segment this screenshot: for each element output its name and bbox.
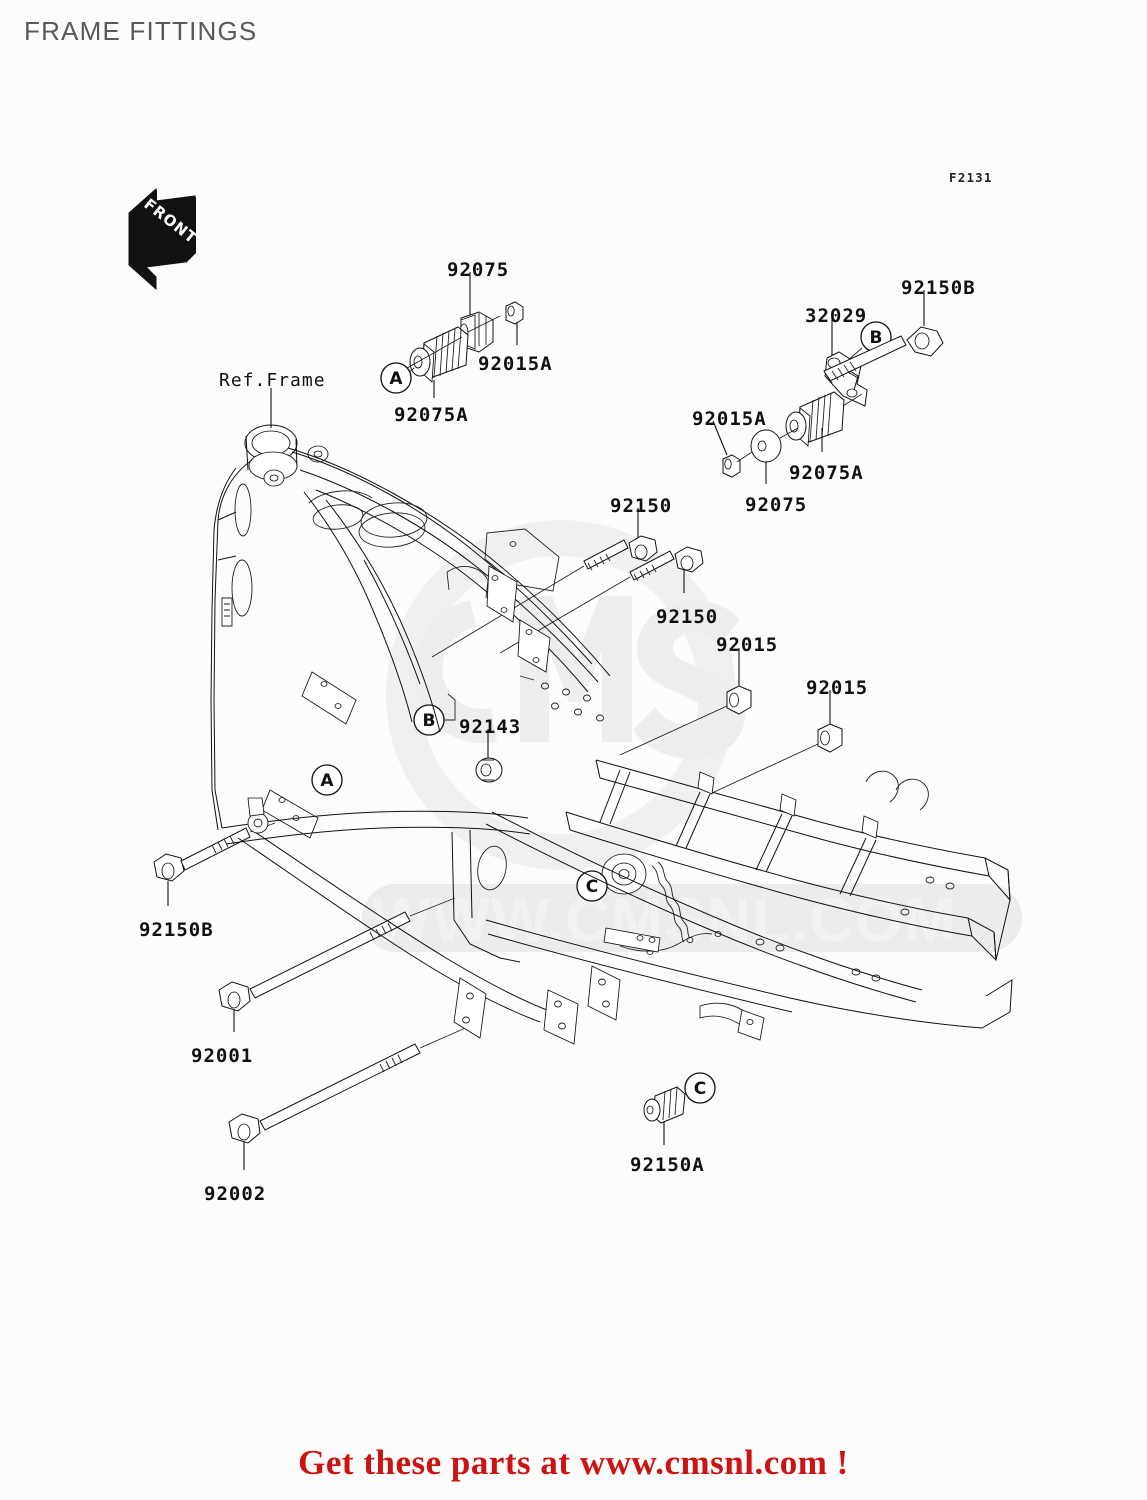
part-92143-collar [475,757,503,783]
part-92150B-upper [823,326,944,384]
part-group-92150-bolts [431,508,704,658]
part-label-92015-1: 92015 [716,634,779,656]
part-92015-nut-1 [619,685,752,756]
ref-frame-label: Ref.Frame [219,370,326,391]
svg-text:B: B [870,328,883,348]
part-92002-bolt [228,1025,471,1170]
page-title: FRAME FITTINGS [24,16,258,46]
callout-b-upper: B [845,321,892,363]
part-label-32029: 32029 [805,305,868,327]
part-label-92002: 92002 [204,1183,267,1205]
part-label-92075-right: 92075 [745,494,808,516]
part-label-92150B-upper: 92150B [901,277,976,299]
part-92075-right [750,429,782,484]
part-label-92075-upper: 92075 [447,259,510,281]
callout-c-frame: C [576,870,608,902]
part-group-92143: B [413,693,503,783]
svg-text:C: C [586,877,598,897]
part-92001-bolt [218,897,456,1032]
svg-text:A: A [389,369,403,389]
part-92075A-right [785,391,845,452]
footer-promo-text: Get these parts at www.cmsnl.com ! [298,1443,849,1482]
part-92015-nut-2 [711,723,843,794]
callout-c-bolt: C [684,1072,716,1104]
part-92150B-lower [153,822,276,906]
part-group-92150A: C [643,1072,716,1145]
part-92075A-upper [409,326,469,398]
part-label-92001: 92001 [191,1045,254,1067]
diagram-code: F2131 [949,170,993,185]
part-label-92015-2: 92015 [806,677,869,699]
callout-a-frame: A [311,764,343,796]
part-92075-upper [459,311,494,353]
part-label-92075A-upper: 92075A [394,404,469,426]
svg-text:A: A [320,771,334,791]
callout-b-frame: B [413,693,456,736]
part-92150-bolt-1 [583,535,658,571]
part-label-92150A: 92150A [630,1154,705,1176]
part-label-92150-1: 92150 [610,495,673,517]
part-group-upper-left: A [380,272,524,398]
part-label-92150B-lower: 92150B [139,919,214,941]
part-label-92143: 92143 [459,716,522,738]
svg-text:C: C [694,1079,706,1099]
svg-text:WWW.CMSNL.COM: WWW.CMSNL.COM [372,886,957,955]
part-label-92015A-upper: 92015A [478,353,553,375]
front-arrow-icon: FRONT [128,187,201,291]
motorcycle-frame-artwork: C A [210,388,1013,1045]
part-32029-bracket [824,351,868,407]
part-group-lower-bolts [153,822,471,1170]
svg-text:B: B [423,711,436,731]
part-label-92015A-right: 92015A [692,408,767,430]
part-label-92075A-right: 92075A [789,462,864,484]
part-92150-bolt-2 [629,546,704,582]
callout-a-upper: A [380,362,415,394]
part-label-92150-2: 92150 [656,606,719,628]
part-92015A-upper [505,301,524,345]
part-group-92015-nuts [619,648,843,794]
svg-text:FRONT: FRONT [141,195,201,248]
part-92150A-bolt [643,1086,686,1145]
